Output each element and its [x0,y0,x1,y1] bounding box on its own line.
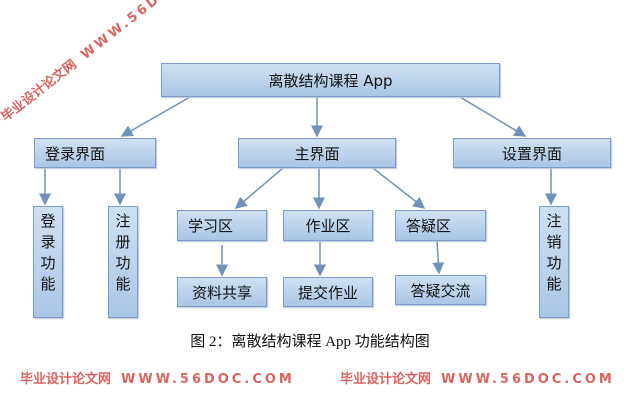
arrow-qa-exchange [432,240,445,275]
homework-area-node: 作业区 [283,210,373,241]
root-node: 离散结构课程 App [161,63,500,97]
arrow-main-qa [372,167,426,209]
logout-function-node: 注销功能 [539,206,569,318]
arrow-root-settings [459,96,527,137]
register-function-node: 注册功能 [108,206,138,318]
material-share-node: 资料共享 [177,277,267,307]
figure-caption: 图 2：离散结构课程 App 功能结构图 [190,334,430,350]
qa-area-node: 答疑区 [395,210,486,241]
login-function-node: 登录功能 [33,206,63,318]
study-area-node: 学习区 [177,210,267,241]
arrow-root-login [120,96,191,137]
submit-homework-node: 提交作业 [283,277,373,307]
login-screen-node: 登录界面 [34,138,156,168]
qa-exchange-node: 答疑交流 [395,275,486,305]
main-screen-node: 主界面 [238,138,396,168]
arrow-main-study [234,167,284,209]
settings-screen-node: 设置界面 [453,138,611,168]
